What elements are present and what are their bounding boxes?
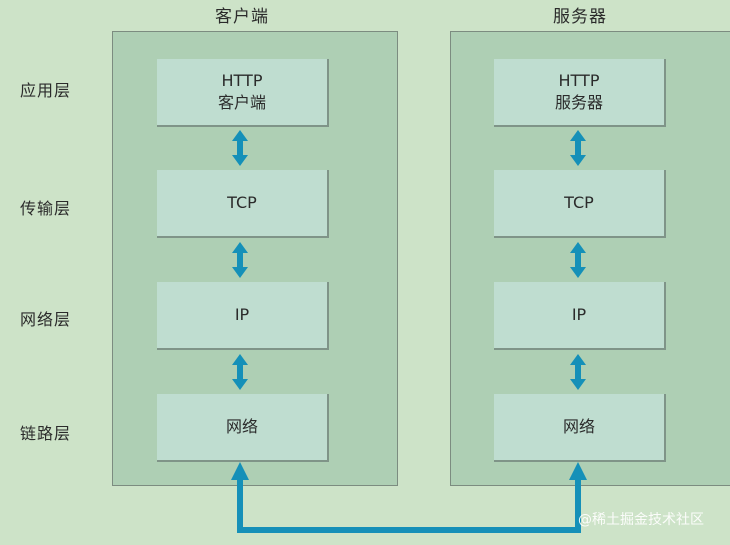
server-ip-box: IP (494, 282, 666, 350)
box-sublabel: 服务器 (554, 93, 603, 112)
watermark: @稀土掘金技术社区 (578, 512, 704, 528)
server-title: 服务器 (553, 7, 607, 27)
box-label: IP (234, 305, 250, 324)
box-label: HTTP (558, 71, 600, 90)
layer-label-link: 链路层 (20, 424, 72, 443)
client-title: 客户端 (215, 7, 269, 27)
box-sublabel: 客户端 (217, 93, 266, 112)
layer-label-network: 网络层 (20, 310, 72, 329)
box-label: IP (571, 305, 587, 324)
client-tcp-box: TCP (157, 170, 329, 238)
client-ip-box: IP (157, 282, 329, 350)
server-tcp-box: TCP (494, 170, 666, 238)
layer-label-transport: 传输层 (20, 199, 72, 218)
client-http-box: HTTP 客户端 (157, 59, 329, 127)
box-label: 网络 (562, 417, 595, 436)
box-label: TCP (564, 193, 594, 212)
layer-label-application: 应用层 (20, 81, 72, 100)
box-label: TCP (227, 193, 257, 212)
server-http-box: HTTP 服务器 (494, 59, 666, 127)
server-network-box: 网络 (494, 394, 666, 462)
box-label: 网络 (225, 417, 258, 436)
box-label: HTTP (221, 71, 263, 90)
client-network-box: 网络 (157, 394, 329, 462)
